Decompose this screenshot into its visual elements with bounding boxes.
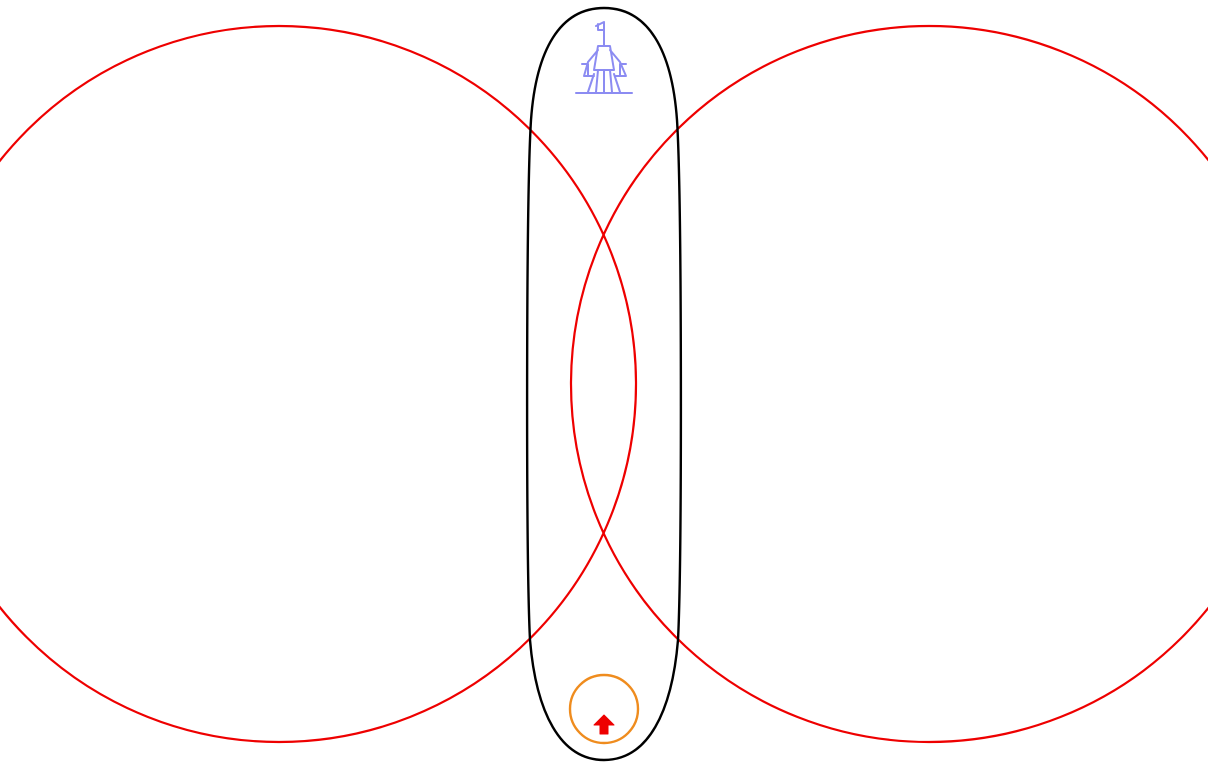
left-boundary-circle [0, 25, 637, 743]
player-arrow-icon[interactable] [593, 714, 615, 735]
track-outline [525, 6, 683, 762]
right-boundary-circle [570, 25, 1208, 743]
goal-figure-icon [575, 21, 633, 94]
player-ring [568, 673, 640, 745]
